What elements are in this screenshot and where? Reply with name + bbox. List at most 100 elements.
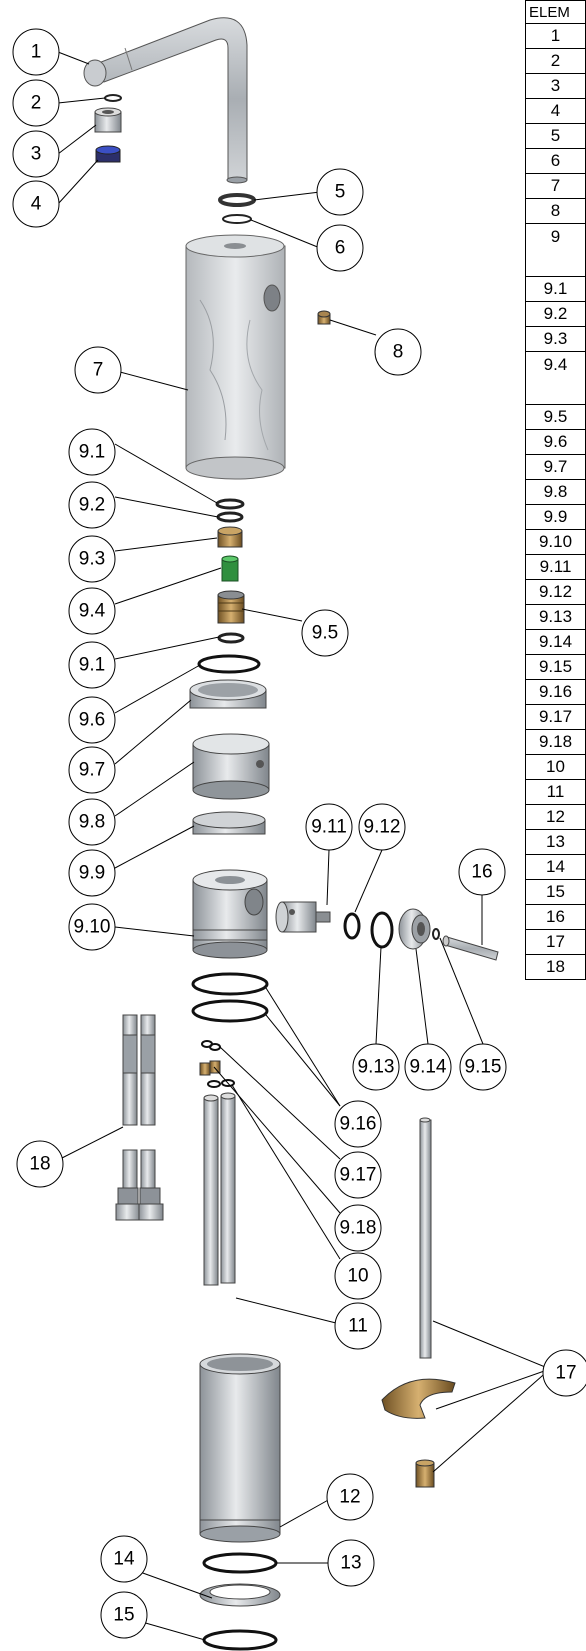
bom-item-number: 9.17	[525, 704, 586, 730]
callout-9-5: 9.5	[301, 609, 349, 657]
svg-text:9.10: 9.10	[74, 917, 111, 938]
callout-9-3: 9.3	[68, 535, 116, 583]
bom-item-number: 16	[525, 904, 586, 930]
part-ring-9-9	[192, 811, 266, 835]
bom-item-number: 11	[525, 779, 586, 805]
callout-9-4: 9.4	[68, 587, 116, 635]
callout-1: 1	[12, 28, 60, 76]
callout-9-14: 9.14	[404, 1043, 452, 1091]
bom-row: 9.17	[525, 704, 586, 730]
svg-text:9.16: 9.16	[340, 1114, 377, 1135]
part-cartridge-body-9-10	[192, 869, 268, 959]
callout-5: 5	[316, 168, 364, 216]
callout-9-6: 9.6	[68, 696, 116, 744]
bom-row: 10	[525, 754, 586, 780]
callout-9-1a: 9.1	[68, 428, 116, 476]
bom-item-number: 12	[525, 804, 586, 830]
part-fittings-9-18	[199, 1060, 221, 1076]
callout-7: 7	[74, 346, 122, 394]
bom-header: ELEM	[525, 0, 586, 24]
part-clip-17	[381, 1378, 456, 1419]
part-rings-10	[207, 1079, 235, 1088]
svg-text:18: 18	[29, 1154, 50, 1175]
bom-row: 11	[525, 779, 586, 805]
svg-text:5: 5	[335, 182, 346, 203]
bom-item-number: 9.12	[525, 579, 586, 605]
callout-9-12: 9.12	[358, 803, 406, 851]
bom-row: 9.14	[525, 629, 586, 655]
bom-row: 6	[525, 148, 586, 174]
callout-6: 6	[316, 224, 364, 272]
part-oring-9-16b	[191, 999, 269, 1023]
callout-9-13: 9.13	[352, 1043, 400, 1091]
bom-item-number: 9.11	[525, 554, 586, 580]
callout-9-8: 9.8	[68, 798, 116, 846]
part-ring-5	[218, 193, 256, 207]
bom-item-number: 9.10	[525, 529, 586, 555]
svg-text:11: 11	[348, 1316, 368, 1337]
callout-18: 18	[16, 1140, 64, 1188]
svg-text:12: 12	[339, 1487, 360, 1508]
bom-row: 13	[525, 829, 586, 855]
bom-row: 9.8	[525, 479, 586, 505]
callout-4: 4	[12, 180, 60, 228]
bom-item-number: 3	[525, 73, 586, 99]
callout-9-16: 9.16	[334, 1100, 382, 1148]
bom-row: 9.13	[525, 604, 586, 630]
callout-2: 2	[12, 79, 60, 127]
callout-9-7: 9.7	[68, 746, 116, 794]
svg-text:8: 8	[393, 342, 404, 363]
svg-text:15: 15	[113, 1605, 134, 1626]
part-fitting-9-5	[217, 590, 245, 624]
bom-item-number: 9.15	[525, 654, 586, 680]
bom-item-number: 9.9	[525, 504, 586, 530]
bom-row: 9.11	[525, 554, 586, 580]
part-oring-15	[202, 1629, 278, 1651]
part-nut-17	[415, 1459, 435, 1488]
part-mounting-rod-17	[419, 1117, 432, 1359]
bom-item-number: 9.3	[525, 326, 586, 352]
callout-14: 14	[100, 1535, 148, 1583]
svg-text:9.17: 9.17	[340, 1165, 377, 1186]
part-oring-2	[104, 94, 122, 102]
bom-item-number: 8	[525, 198, 586, 224]
part-washer-14	[199, 1583, 281, 1607]
callout-3: 3	[12, 130, 60, 178]
part-tubes-11	[203, 1092, 236, 1286]
bom-row: 18	[525, 954, 586, 980]
bom-row: 9.3	[525, 326, 586, 352]
part-valve-9-11	[275, 901, 331, 933]
part-sleeve-9-8	[192, 733, 270, 800]
part-rings-9-17	[201, 1040, 221, 1051]
part-ring-9-2	[216, 511, 244, 523]
callout-9-18: 9.18	[334, 1204, 382, 1252]
bom-item-number: 7	[525, 173, 586, 199]
part-pin-16	[442, 935, 499, 961]
part-insert-9-4	[221, 555, 239, 582]
callout-15: 15	[100, 1591, 148, 1639]
part-marble-body	[185, 234, 286, 480]
svg-text:1: 1	[31, 42, 42, 63]
svg-text:9.14: 9.14	[410, 1057, 447, 1078]
part-oring-9-6	[197, 654, 261, 674]
bom-item-number: 9.14	[525, 629, 586, 655]
part-hoses-18	[115, 1014, 164, 1221]
callout-9-17: 9.17	[334, 1151, 382, 1199]
bom-row: 14	[525, 854, 586, 880]
bom-item-number: 17	[525, 929, 586, 955]
bom-item-number: 9.6	[525, 429, 586, 455]
bom-item-number: 5	[525, 123, 586, 149]
part-base-sleeve-12	[199, 1353, 281, 1543]
bom-row: 9.5	[525, 404, 586, 430]
bom-row: 9.2	[525, 301, 586, 327]
bom-row: 15	[525, 879, 586, 905]
svg-text:16: 16	[471, 862, 492, 883]
bom-item-number: 9.7	[525, 454, 586, 480]
bom-item-number: 9.16	[525, 679, 586, 705]
svg-text:9.11: 9.11	[311, 817, 347, 838]
bom-row: 9.9	[525, 504, 586, 530]
svg-text:9.5: 9.5	[312, 623, 338, 644]
part-spout	[83, 17, 248, 184]
callout-16: 16	[458, 848, 506, 896]
